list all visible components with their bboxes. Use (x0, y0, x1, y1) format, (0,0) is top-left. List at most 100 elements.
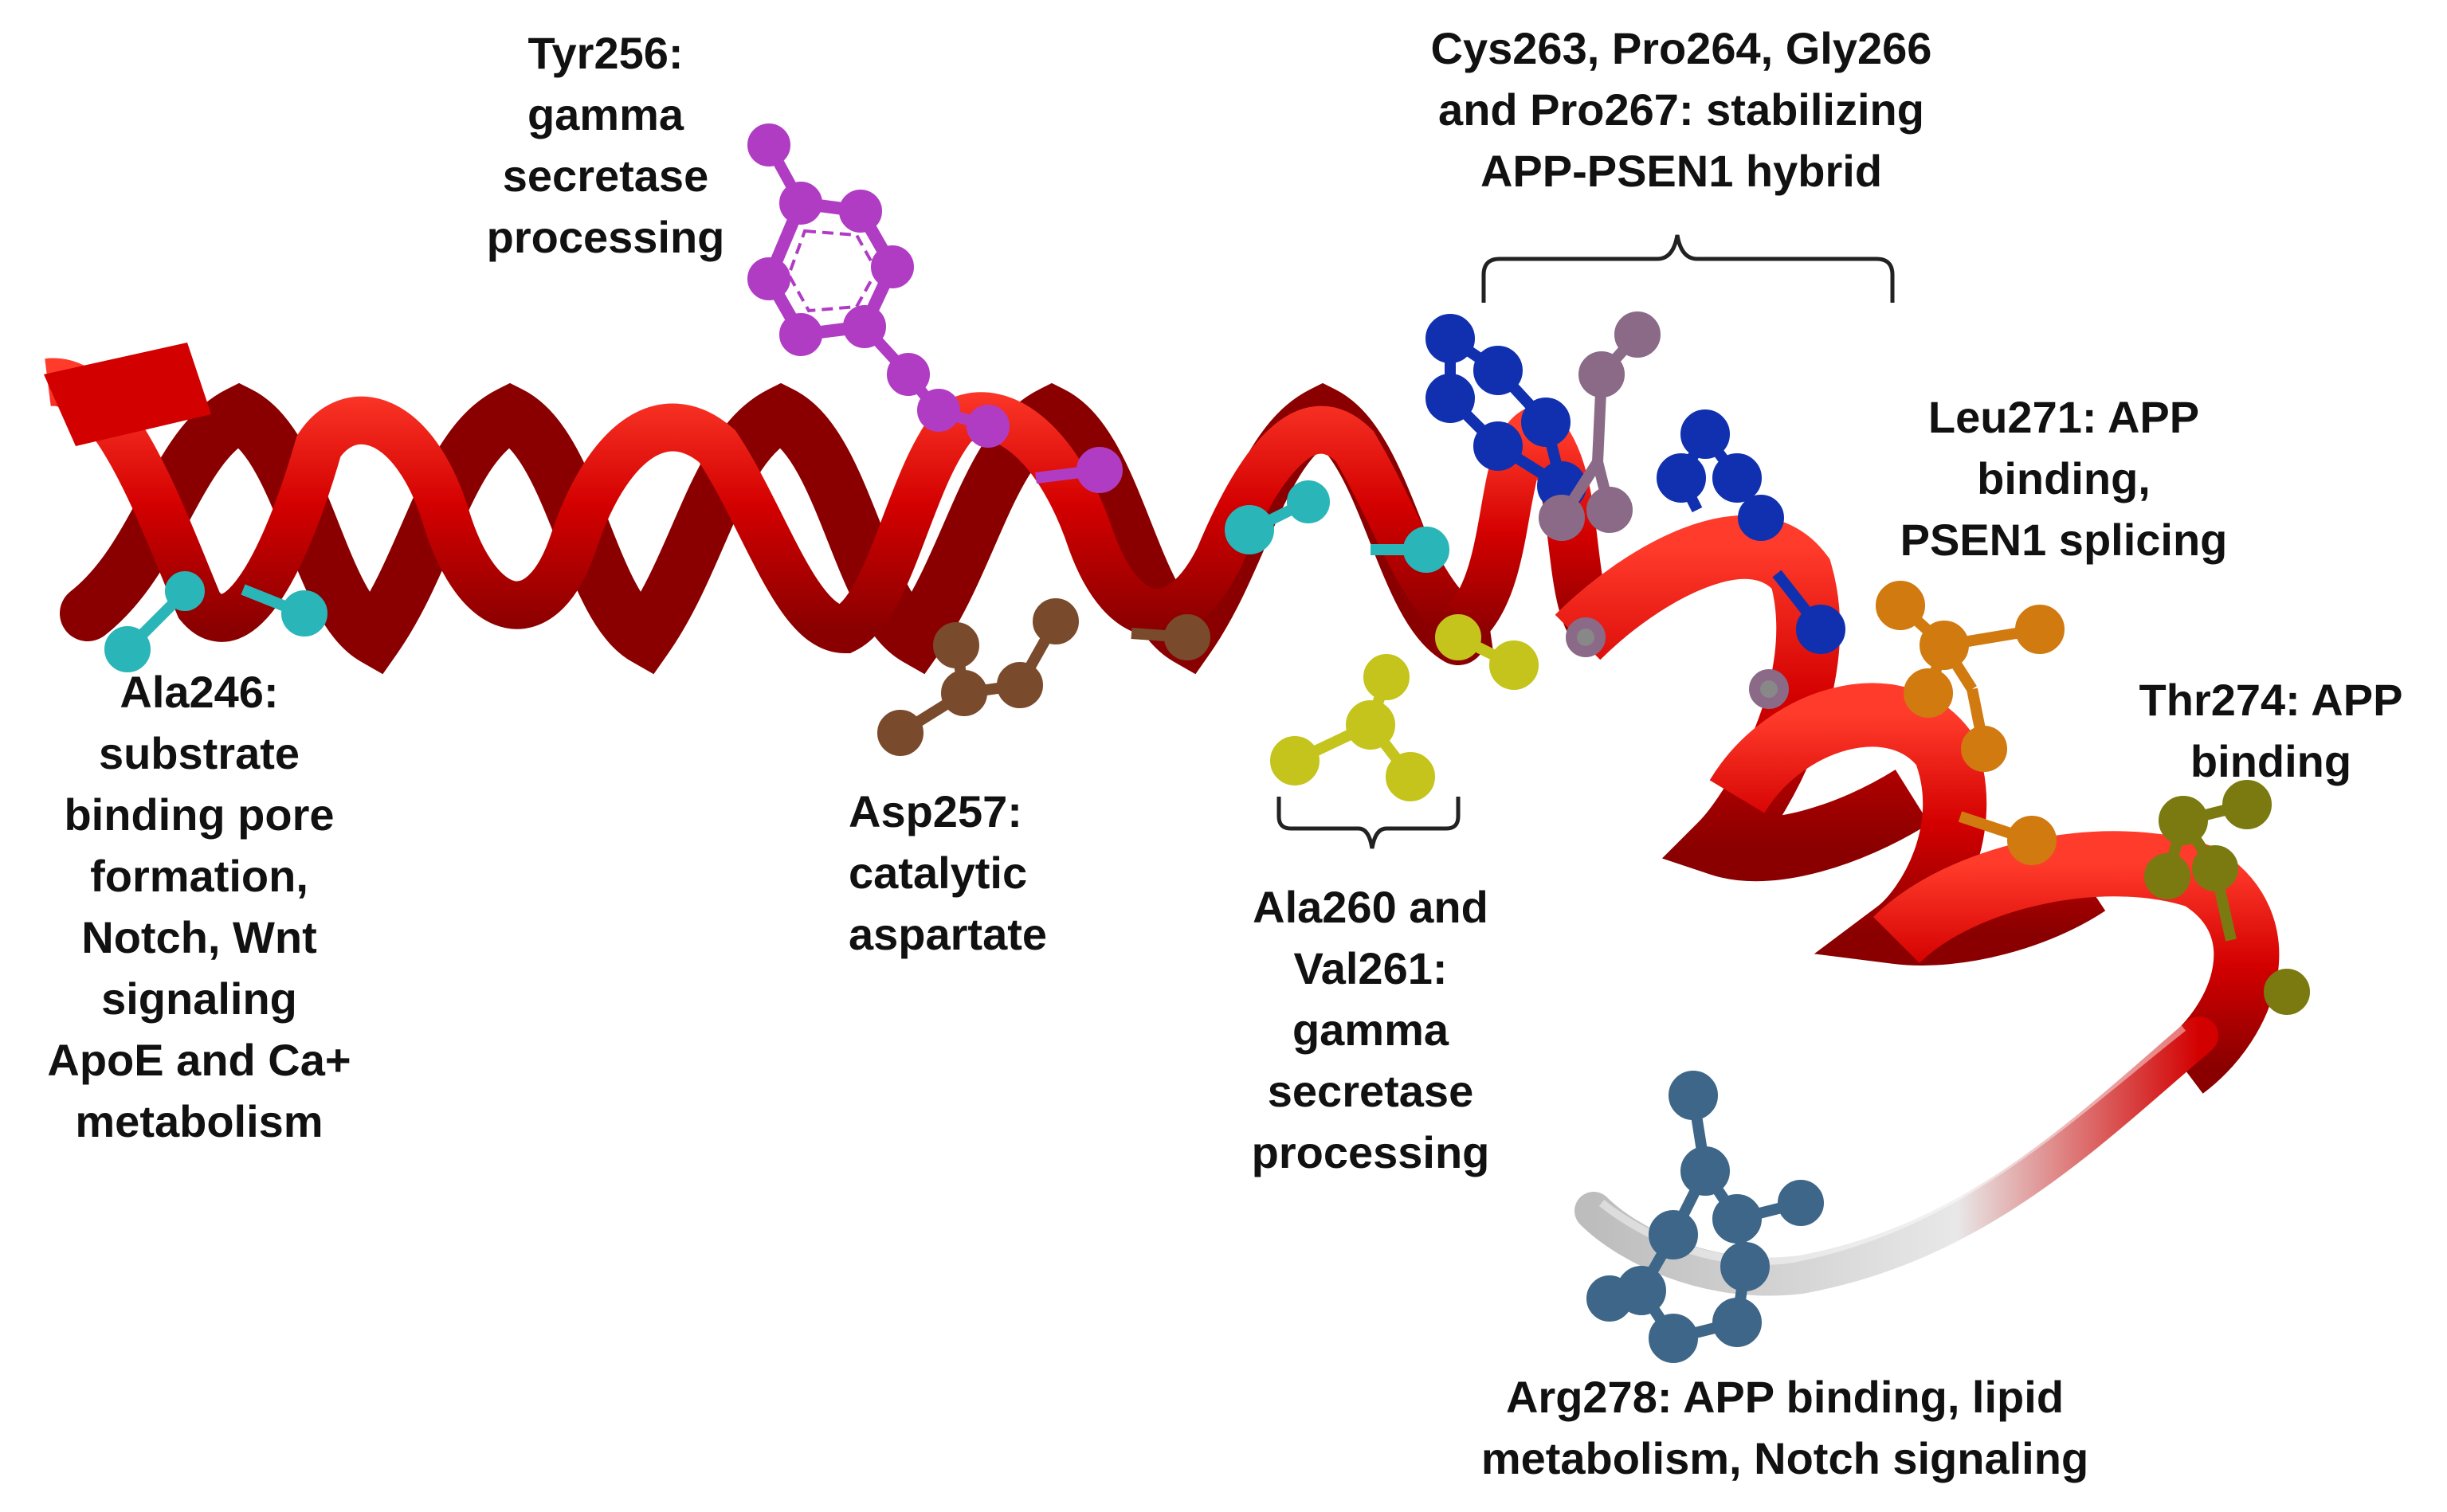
label-line: Thr274: APP (2139, 675, 2403, 725)
atom (1657, 453, 1706, 503)
atom (1680, 409, 1730, 459)
atom (1346, 700, 1395, 750)
atom (1876, 581, 1925, 630)
label-asp257: Asp257: catalytic aspartate (849, 781, 1080, 965)
atom (839, 190, 882, 233)
label-leu271: Leu271: APP binding, PSEN1 splicing (1857, 386, 2271, 570)
arg278-side-chain (1586, 1071, 1824, 1363)
atom (1425, 314, 1475, 363)
label-line: processing (486, 212, 725, 262)
atom (1386, 752, 1435, 801)
label-line: aspartate (849, 909, 1048, 959)
atom (1435, 614, 1481, 660)
atom (1033, 598, 1079, 644)
atom (1473, 346, 1523, 395)
atom (1720, 1242, 1770, 1291)
label-line: Val261: (1293, 943, 1448, 993)
label-line: ApoE and Ca+ (47, 1035, 351, 1085)
label-line: Notch, Wnt (81, 912, 317, 962)
atom (1287, 480, 1330, 523)
label-thr274: Thr274: APP binding (2112, 669, 2430, 792)
atom (1778, 1180, 1824, 1226)
asp257-side-chain (877, 598, 1210, 756)
cys-pro-gly-bracket (1481, 234, 1895, 303)
atom (843, 305, 886, 348)
ala260-val261-side-chains (1270, 614, 1539, 801)
helix-turn-3 (1709, 683, 2106, 966)
atom (281, 590, 327, 637)
ala260-val261-bracket (1276, 797, 1461, 849)
atom (967, 405, 1010, 448)
label-line: Asp257: (849, 786, 1022, 836)
atom (1164, 614, 1210, 660)
label-arg278: Arg278: APP binding, lipid metabolism, N… (1418, 1366, 2151, 1489)
label-line: Leu271: APP (1927, 392, 2200, 442)
atom (104, 626, 151, 672)
label-line: metabolism (75, 1096, 324, 1146)
atom (1649, 1210, 1698, 1259)
atom (779, 182, 822, 225)
atom (2007, 816, 2057, 865)
atom (1425, 374, 1475, 423)
label-tyr256: Tyr256: gamma secretase processing (462, 22, 749, 268)
label-line: gamma (527, 89, 684, 139)
atom (1614, 311, 1661, 358)
atom (1712, 453, 1762, 503)
atom (917, 389, 960, 432)
atom (1539, 495, 1585, 541)
atom (1225, 505, 1274, 554)
atom (2144, 853, 2190, 899)
atom (779, 313, 822, 356)
helix-tail-ribbon (1574, 1016, 2218, 1296)
atom (941, 670, 987, 716)
label-cys-pro-gly: Cys263, Pro264, Gly266 and Pro267: stabi… (1371, 18, 1992, 202)
label-ala260-val261: Ala260 and Val261: gamma secretase proce… (1219, 876, 1522, 1183)
atom (1796, 605, 1845, 654)
cys-pro-gly-side-chains (1425, 314, 1845, 654)
atom (1904, 668, 1953, 718)
atom (747, 123, 790, 166)
atom (1586, 487, 1633, 533)
tyr256-side-chain (747, 123, 1123, 493)
atom (2015, 605, 2065, 654)
atom (1738, 495, 1784, 541)
atom (1270, 736, 1320, 785)
leu271-side-chain (1876, 581, 2065, 865)
label-line: formation, (90, 851, 308, 901)
atom (1669, 1071, 1718, 1120)
helix-start-cap (44, 343, 211, 446)
gly-pro-side-chain-alt (1539, 311, 1789, 709)
label-line: gamma (1292, 1005, 1449, 1055)
atom (1578, 351, 1625, 398)
atom (2264, 969, 2310, 1015)
label-line: Ala260 and (1253, 882, 1488, 932)
label-line: signaling (101, 973, 297, 1024)
atom (2159, 796, 2208, 845)
atom (1680, 1146, 1730, 1196)
atom (165, 571, 205, 611)
label-line: catalytic (849, 848, 1028, 898)
label-line: secretase (502, 151, 709, 201)
label-line: binding pore (64, 789, 335, 840)
atom (887, 353, 930, 396)
label-line: metabolism, Notch signaling (1480, 1433, 2089, 1483)
label-line: substrate (98, 728, 300, 778)
label-line: APP-PSEN1 hybrid (1480, 146, 1883, 196)
thr274-side-chain (2144, 780, 2310, 1015)
atom (997, 662, 1043, 708)
label-line: processing (1251, 1127, 1490, 1177)
atom (1566, 617, 1606, 657)
label-line: Cys263, Pro264, Gly266 (1430, 23, 1932, 73)
atom (1076, 447, 1123, 493)
atom (1712, 1194, 1762, 1244)
atom (1920, 621, 1969, 670)
atom (1961, 726, 2007, 772)
label-line: binding, (1977, 453, 2151, 503)
atom (2192, 845, 2238, 891)
atom (1363, 654, 1410, 700)
atom (1749, 669, 1789, 709)
label-line: Ala246: (120, 667, 279, 717)
atom (1649, 1314, 1698, 1363)
atom (747, 257, 790, 300)
